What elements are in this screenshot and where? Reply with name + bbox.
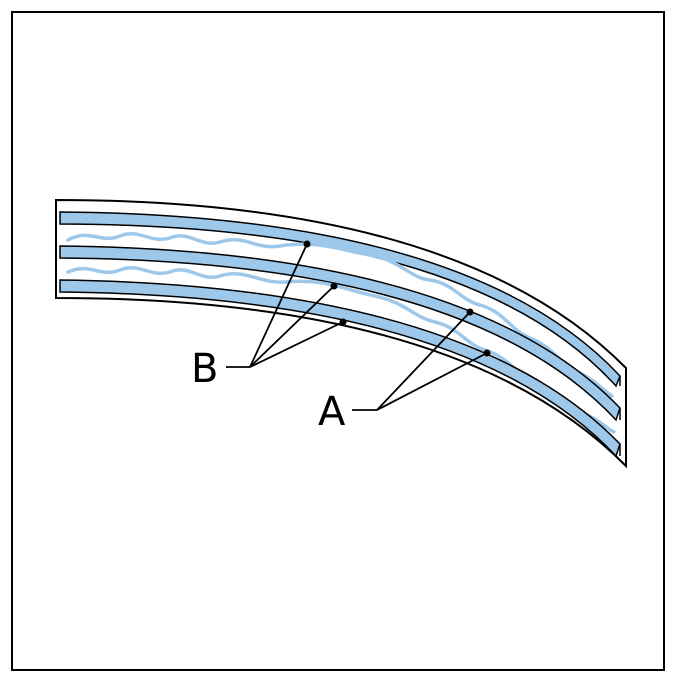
fibre-band-2 — [59, 245, 621, 422]
leader-dot-b-2 — [330, 282, 338, 290]
leader-dot-a-2 — [483, 349, 491, 357]
label-a: A — [318, 389, 346, 435]
fibre-band-1 — [59, 211, 621, 388]
leader-dot-b-3 — [339, 318, 347, 326]
leader-lines-a — [352, 311, 488, 411]
fibre-strand-1 — [66, 232, 614, 398]
leader-dot-a-1 — [466, 308, 474, 316]
leader-lines-b — [226, 243, 344, 368]
outer-sheath — [55, 198, 627, 469]
leader-dot-b-1 — [303, 240, 311, 248]
label-b: B — [191, 346, 218, 392]
fibre-band-3 — [59, 279, 621, 458]
